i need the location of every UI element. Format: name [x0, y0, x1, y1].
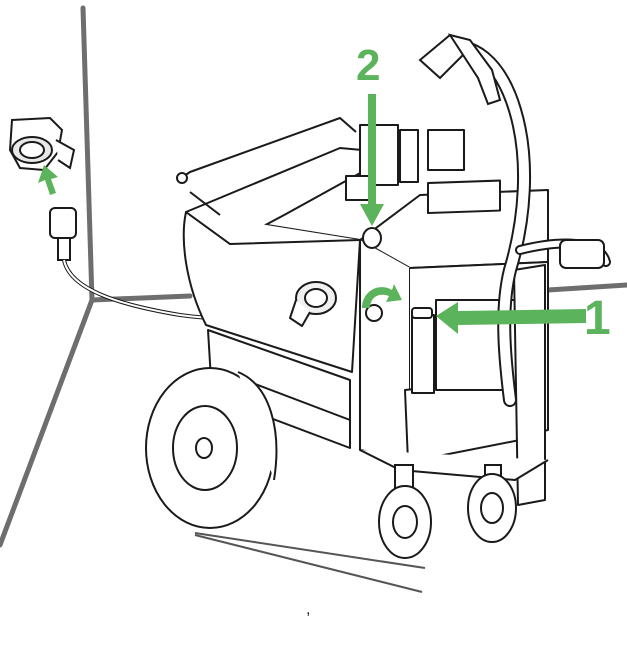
caster-wheel-left	[378, 464, 432, 559]
caster-wheel-right	[467, 464, 517, 543]
plug	[49, 207, 77, 261]
footer-mark: ,	[306, 601, 310, 618]
wall-socket	[8, 116, 76, 172]
arrow-left-icon	[436, 302, 586, 334]
arrow-down-icon	[360, 94, 384, 226]
callout-number-1: 1	[584, 292, 611, 345]
arrow-up-icon	[38, 165, 58, 195]
big-wheel	[145, 367, 278, 529]
floor-lines	[194, 532, 426, 593]
spray-gun	[418, 33, 605, 269]
rotate-arrow-icon	[362, 284, 402, 308]
callout-number-2: 2	[356, 41, 380, 90]
